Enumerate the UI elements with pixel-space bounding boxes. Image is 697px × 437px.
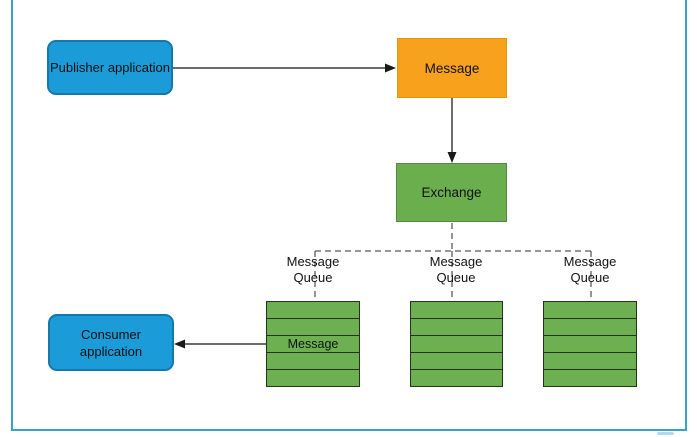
exchange-node: Exchange	[396, 163, 507, 222]
consumer-application-label: Consumer application	[79, 326, 143, 359]
queue-row	[267, 302, 359, 319]
frame-border-left	[11, 0, 13, 431]
arrowhead-left-icon	[174, 339, 185, 349]
queue-row	[411, 370, 502, 386]
queue-row	[411, 336, 502, 353]
publisher-application-node: Publisher application	[47, 40, 173, 95]
queue-row	[267, 319, 359, 336]
queue-1-label: Message Queue	[286, 254, 340, 285]
queue-row	[544, 336, 636, 353]
queue-3-label: Message Queue	[563, 254, 617, 285]
queue-row	[544, 319, 636, 336]
queue-row	[544, 370, 636, 386]
arrowhead-right-icon	[385, 63, 396, 73]
frame-corner-smudge	[657, 432, 674, 435]
exchange-label: Exchange	[421, 185, 482, 200]
queue-row	[544, 353, 636, 370]
queue-row	[411, 353, 502, 370]
message-label: Message	[424, 60, 480, 76]
message-queue-2	[410, 301, 503, 387]
frame-border-bottom	[11, 429, 687, 431]
message-queue-3	[543, 301, 637, 387]
queue-row	[267, 353, 359, 370]
queue-row	[411, 302, 502, 319]
queue-2-label: Message Queue	[429, 254, 483, 285]
queued-message-label: Message	[287, 336, 339, 351]
consumer-application-node: Consumer application	[48, 314, 174, 371]
frame-border-right	[685, 0, 687, 431]
queue-row-message: Message	[267, 336, 359, 353]
message-node: Message	[397, 38, 507, 98]
queue-row	[544, 302, 636, 319]
queue-row	[267, 370, 359, 386]
queue-row	[411, 319, 502, 336]
message-queue-1: Message	[266, 301, 360, 387]
arrowhead-down-icon	[447, 152, 457, 163]
publisher-application-label: Publisher application	[50, 60, 170, 75]
